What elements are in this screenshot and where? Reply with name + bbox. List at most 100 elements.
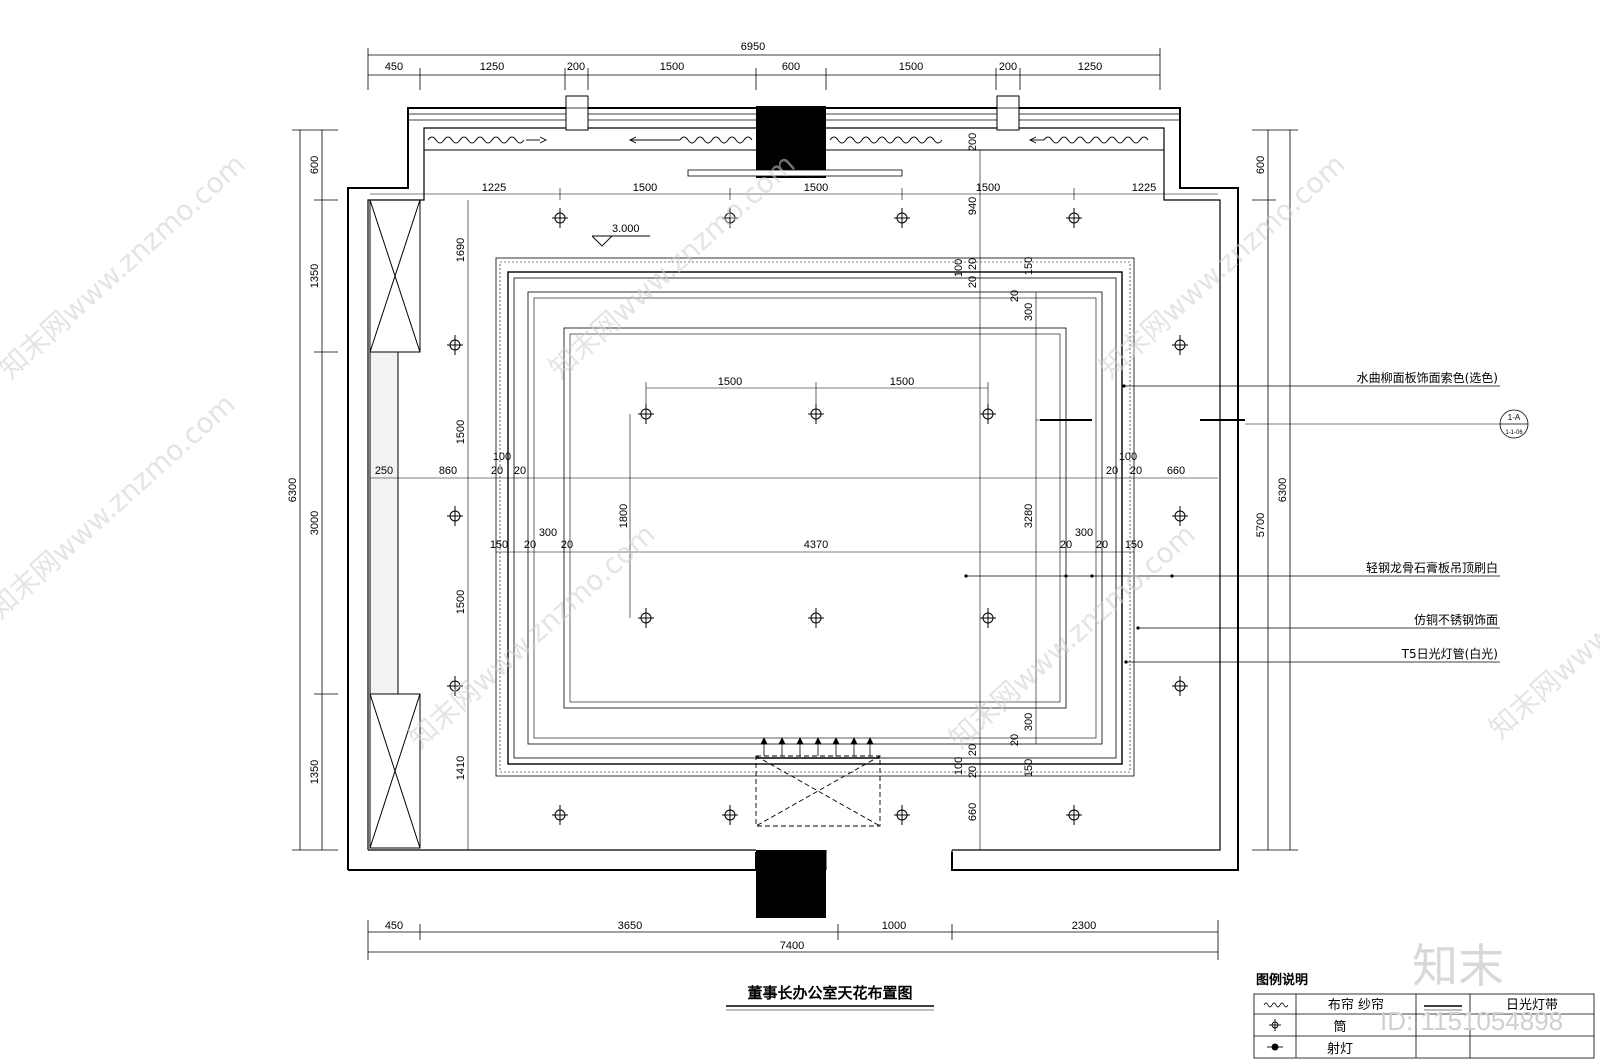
elevation-label: 3.000 — [612, 223, 640, 235]
dim-v20-top-c: 20 — [1009, 290, 1021, 302]
watermark-text: 知末网www.znzmo.com — [943, 517, 1202, 755]
downlight-icon — [1172, 335, 1188, 355]
dim-h100-right: 100 — [1119, 451, 1137, 463]
dim-inner-top-4: 1500 — [976, 182, 1000, 194]
section-marker — [1499, 409, 1529, 439]
dim-bottom-seg-3: 1000 — [882, 920, 906, 932]
downlight-icon — [447, 506, 463, 526]
dim-h20-left-a: 20 — [491, 465, 503, 477]
dim-top-seg-4: 1500 — [660, 61, 684, 73]
section-marker-top: 1-A — [1508, 413, 1521, 422]
dim-h150-right: 150 — [1125, 539, 1143, 551]
dim-h20-row2-b: 20 — [561, 539, 573, 551]
right-dimension-chain — [1252, 129, 1298, 851]
dim-v20-bottom-c: 20 — [1009, 734, 1021, 746]
dim-v100-bottom: 100 — [953, 757, 965, 775]
dim-h20-row2-c: 20 — [1060, 539, 1072, 551]
annotation-t5-tube: T5日光灯管(白光) — [1401, 646, 1498, 661]
downlight-icon — [447, 676, 463, 696]
annotation-gypsum-ceiling: 轻钢龙骨石膏板吊顶刷白 — [1366, 560, 1498, 575]
downlight-icon — [894, 805, 910, 825]
downlight-icon — [1172, 676, 1188, 696]
dim-v660: 660 — [967, 803, 979, 821]
curtain-pelmet — [687, 169, 903, 177]
dim-h20-row2-d: 20 — [1096, 539, 1108, 551]
window-mullion-left — [565, 95, 589, 131]
downlight-icon — [638, 608, 654, 628]
dim-top-total: 6950 — [741, 41, 765, 53]
dim-light-1500a: 1500 — [718, 376, 742, 388]
column-bottom-door — [756, 850, 826, 918]
dim-left-inner-2: 1500 — [455, 420, 467, 444]
legend-heading: 图例说明 — [1256, 972, 1308, 988]
downlight-icon — [894, 208, 910, 228]
downlight-icon — [552, 208, 568, 228]
section-marker-bottom: 1-1-06 — [1505, 430, 1523, 436]
dim-v20-top-a: 20 — [967, 258, 979, 270]
top-dimension-chain — [367, 48, 1161, 90]
dim-bottom-seg-2: 3650 — [618, 920, 642, 932]
dim-h250: 250 — [375, 465, 393, 477]
inner-dimension-lines — [370, 150, 1500, 850]
dim-h660: 660 — [1167, 465, 1185, 477]
ceiling-trays — [495, 257, 1135, 777]
dim-right-inner: 5700 — [1255, 513, 1267, 537]
dim-right-total: 6300 — [1277, 478, 1289, 502]
dim-top-seg-8: 1250 — [1078, 61, 1102, 73]
spotlight-icon — [1267, 1043, 1283, 1051]
watermark-id: ID: 1151054898 — [1380, 1006, 1563, 1036]
downlight-icon — [1066, 805, 1082, 825]
curtain-track — [424, 136, 1164, 151]
dim-v100-top: 100 — [953, 259, 965, 277]
dim-bottom-total: 7400 — [780, 940, 804, 952]
downlight-icon — [722, 805, 738, 825]
dim-top-200: 200 — [967, 133, 979, 151]
watermark-text: 知末网www.znzmo.com — [1483, 507, 1600, 745]
dim-bottom-seg-1: 450 — [385, 920, 403, 932]
dim-v20-top-b: 20 — [967, 276, 979, 288]
dim-top-seg-1: 450 — [385, 61, 403, 73]
dim-left-outer-3: 3000 — [309, 511, 321, 535]
dim-h20-right-a: 20 — [1106, 465, 1118, 477]
dim-light-1500b: 1500 — [890, 376, 914, 388]
dim-v300-top: 300 — [1023, 303, 1035, 321]
dim-left-inner-1: 1690 — [455, 238, 467, 262]
dim-top-seg-7: 200 — [999, 61, 1017, 73]
annotation-ash-veneer: 水曲柳面板饰面索色(选色) — [1357, 371, 1498, 385]
legend-row-curtain: 布帘 纱帘 — [1328, 997, 1384, 1013]
leader-dots — [964, 384, 1174, 664]
dim-bottom-seg-4: 2300 — [1072, 920, 1096, 932]
dim-left-inner-4: 1410 — [455, 756, 467, 780]
legend-fluorescent-strip: 日光灯带 — [1506, 998, 1558, 1013]
vent-arrows — [760, 737, 874, 756]
left-cabinets — [369, 199, 421, 849]
watermark-text: 知末网www.znzmo.com — [403, 517, 662, 755]
dim-h20-left-b: 20 — [514, 465, 526, 477]
dim-top-seg-3: 200 — [567, 61, 585, 73]
dim-h20-right-b: 20 — [1130, 465, 1142, 477]
drawing-title: 董事长办公室天花布置图 — [747, 984, 912, 1002]
downlight-icon — [980, 608, 996, 628]
downlight-icon — [1066, 208, 1082, 228]
curtain-wave-icon — [1263, 1002, 1289, 1008]
dim-v300-bottom: 300 — [1023, 713, 1035, 731]
dim-v940: 940 — [967, 197, 979, 215]
legend-table — [1253, 993, 1595, 1059]
downlight-icon — [1269, 1019, 1281, 1031]
downlight-icon — [638, 404, 654, 424]
watermark-text: 知末网www.znzmo.com — [0, 387, 242, 625]
downlight-icon — [552, 805, 568, 825]
downlight-icon — [722, 208, 738, 228]
dim-h860: 860 — [439, 465, 457, 477]
downlight-icon — [808, 608, 824, 628]
ac-vent — [755, 755, 881, 827]
dim-left-outer-1: 600 — [309, 156, 321, 174]
dim-v1800: 1800 — [618, 504, 630, 528]
dim-v150-bottom: 150 — [1023, 759, 1035, 777]
dim-h300-left: 300 — [539, 527, 557, 539]
watermark-brand-logo: 知末 — [1412, 939, 1504, 993]
dim-v20-bottom-a: 20 — [967, 744, 979, 756]
watermark-layer: 知末网www.znzmo.com 知末网www.znzmo.com 知末网www… — [0, 147, 1600, 755]
dim-v20-bottom-b: 20 — [967, 766, 979, 778]
legend-row-downlight: 筒 — [1333, 1019, 1346, 1035]
